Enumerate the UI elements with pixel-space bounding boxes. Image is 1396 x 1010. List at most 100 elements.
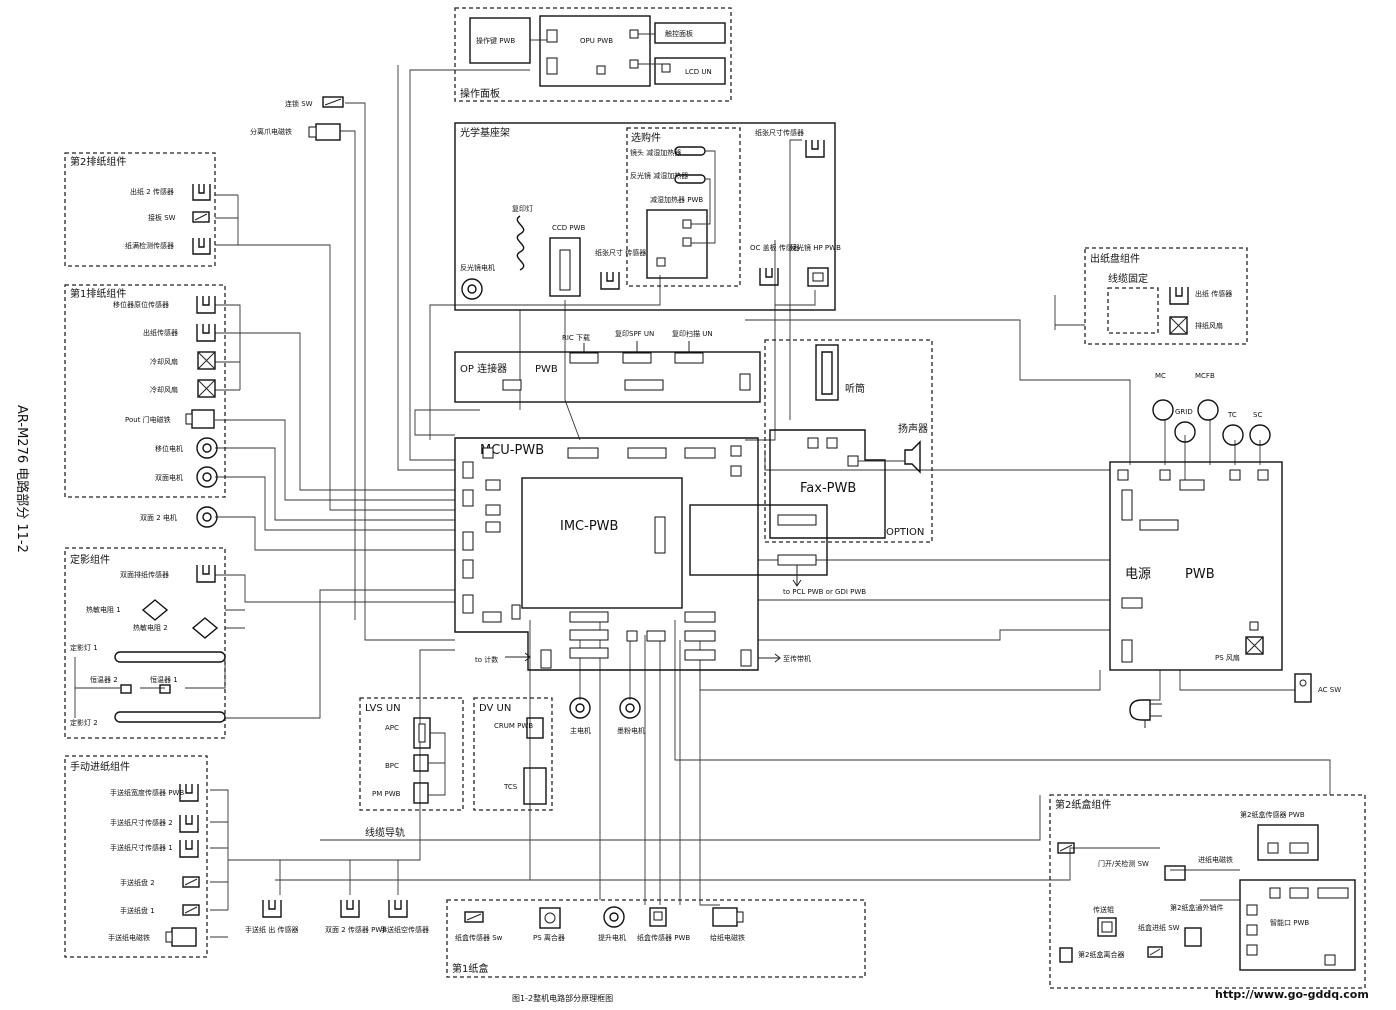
op-connector-block: OP 连接器 PWB RIC 下载 复印SPF UN 复印扫描 UN <box>454 329 761 403</box>
tcs-label: TCS <box>503 783 518 791</box>
shift-motor-label: 移位电机 <box>155 444 183 453</box>
duplex-exit-sensor-label: 双面排纸传感器 <box>120 570 169 579</box>
mirror-motor-label: 反光镜电机 <box>460 263 495 272</box>
thermistor-1-label: 热敏电阻 1 <box>86 605 121 614</box>
fuser-lamp-1-label: 定影灯 1 <box>70 643 98 652</box>
separation-solenoid-label: 分离爪电磁铁 <box>250 127 292 136</box>
op-connector-title: OP 连接器 <box>460 362 507 375</box>
speaker-label: 扬声器 <box>898 422 928 435</box>
manual-size-sensor-2-label: 手送纸尺寸传感器 2 <box>110 818 173 827</box>
fuser-unit: 定影组件 双面排纸传感器 热敏电阻 1 热敏电阻 2 定影灯 1 恒温器 2 恒… <box>64 547 226 739</box>
dv-title: DV UN <box>479 703 511 714</box>
high-voltage-terminals: MC MCFB GRID TC SC <box>1152 372 1271 446</box>
tray-2-unit: 第2纸盒组件 第2纸盒传感器 PWB 门开/关检测 SW 进纸电磁铁 智能口 P… <box>1049 794 1366 989</box>
transfer-roller-label: 传送辊 <box>1093 905 1114 914</box>
shifter-home-sensor-label: 移位器原位传感器 <box>113 300 169 309</box>
fax-option-label: OPTION <box>886 527 924 538</box>
mcu-pwb-block: MCU-PWB <box>454 437 759 671</box>
manual-width-sensor-label: 手送纸宽度传感器 PWB <box>110 788 184 797</box>
thermostat-2-label: 恒温器 2 <box>90 675 118 684</box>
harness-label: 线缆导轨 <box>365 826 405 839</box>
door-sw-label: 门开/关检测 SW <box>1098 859 1149 868</box>
fax-option-block: 听筒 Fax-PWB 扬声器 OPTION <box>764 339 933 543</box>
tray1-sensor-pwb-label: 纸盒传感器 PWB <box>637 933 690 942</box>
interlock-sw-label: 连锁 SW <box>285 99 313 108</box>
optics-title: 光学基座架 <box>460 126 510 139</box>
power-supply-block: 电源 PWB PS 风扇 <box>1109 461 1283 671</box>
tray1-sw-label: 纸盒传感器 Sw <box>455 933 503 942</box>
to-pcl-label: to PCL PWB or GDI PWB <box>783 588 866 596</box>
dv-unit: DV UN CRUM PWB TCS <box>473 697 553 811</box>
harness-clamp-label: 线缆固定 <box>1108 272 1148 285</box>
to-counter-label: to 计数 <box>475 655 498 664</box>
interface-pwb-label: 智能口 PWB <box>1270 918 1309 927</box>
lift-motor-label: 提升电机 <box>598 933 626 942</box>
feed-solenoid-label: 给纸电磁铁 <box>710 933 745 942</box>
paper-size-sensor-label: 纸张尺寸 传感器 <box>595 248 646 257</box>
manual-solenoid-label: 手送纸电磁铁 <box>108 933 150 942</box>
manual-exit-sensor-label: 手送纸 出 传感器 <box>245 925 298 934</box>
exit-fan-label: 排纸风扇 <box>1195 321 1223 330</box>
mc-label: MC <box>1155 372 1166 380</box>
ps-clutch-label: PS 离合器 <box>533 933 565 942</box>
rspf-unit-label: 复印SPF UN <box>615 329 654 338</box>
cooling-fan-1-label: 冷却风扇 <box>150 357 178 366</box>
bottom-sensors: 手送纸 出 传感器 双面 2 传感器 PWB 手送纸空传感器 <box>245 900 429 934</box>
feed-sw-label: 纸盒进纸 SW <box>1138 923 1180 932</box>
ric-download-label: RIC 下载 <box>562 333 590 342</box>
main-motor-label: 主电机 <box>570 726 591 735</box>
op-panel-title: 操作面板 <box>460 87 500 100</box>
main-motor: 主电机 <box>569 697 591 735</box>
crum-pwb-label: CRUM PWB <box>494 722 533 730</box>
lvs-unit: LVS UN APC BPC PM PWB <box>359 697 464 811</box>
diagram-caption: 图1-2整机电路部分原理框图 <box>512 993 613 1003</box>
tray2-sensor-label: 第2纸盒通外销件 <box>1170 903 1223 912</box>
side-title: AR-M276 电路部分 11-2 <box>14 405 30 553</box>
duplex2-sensor-label: 双面 2 传感器 PWB <box>325 925 387 934</box>
grid-label: GRID <box>1175 408 1193 416</box>
watermark: http://www.go-gddq.com <box>1215 988 1369 1001</box>
to-belt-label: 至传带机 <box>783 654 811 663</box>
fuser-lamp-2-label: 定影灯 2 <box>70 718 98 727</box>
cooling-fan-2-label: 冷却风扇 <box>150 385 178 394</box>
sc-label: SC <box>1253 411 1262 419</box>
mirror-hp-label: 反光镜 HP PWB <box>790 243 841 252</box>
manual-size-sensor-1-label: 手送纸尺寸传感器 1 <box>110 843 173 852</box>
pout-door-solenoid-label: Pout 门电磁铁 <box>125 415 171 424</box>
manual-title: 手动进纸组件 <box>70 760 130 773</box>
mcfb-label: MCFB <box>1195 372 1215 380</box>
mirror-heater-label: 反光镜 减湿加热器 <box>630 171 688 180</box>
ac-sw-label: AC SW <box>1318 686 1341 694</box>
fuser-title: 定影组件 <box>70 553 110 566</box>
operation-panel-block: 操作面板 操作键 PWB OPU PWB 触控面板 LCD UN <box>454 7 732 102</box>
pcl-interface: to PCL PWB or GDI PWB <box>689 504 866 596</box>
optical-base-block: 光学基座架 复印灯 反光镜电机 CCD PWB 选购件 镜头 减湿加热器 反光镜… <box>454 122 841 311</box>
lcd-unit-label: LCD UN <box>685 68 712 76</box>
wiring <box>74 65 1331 938</box>
exit-tray-sensor-label: 出纸 传感器 <box>1195 289 1232 298</box>
paper-size-top-sensor-label: 纸张尺寸传感器 <box>755 128 804 137</box>
ps-fan-label: PS 风扇 <box>1215 653 1240 662</box>
op-key-pwb-label: 操作键 PWB <box>476 36 515 45</box>
tray2-clutch2-label: 第2纸盒离合器 <box>1078 950 1124 959</box>
fax-pwb-label: Fax-PWB <box>800 481 856 496</box>
tray2-clutch-label: 进纸电磁铁 <box>1198 855 1233 864</box>
exit-sensor-label: 出纸传感器 <box>143 328 178 337</box>
lvs-title: LVS UN <box>365 703 401 714</box>
manual-tray-1-label: 手送纸盘 1 <box>120 906 155 915</box>
lens-heater-label: 镜头 减湿加热器 <box>630 148 681 157</box>
op-connector-pwb: PWB <box>535 364 558 375</box>
tray1-title: 第1纸盒 <box>452 962 488 975</box>
exit-tray-unit: 出纸盘组件 线缆固定 出纸 传感器 排纸风扇 <box>1084 247 1248 345</box>
copy-lamp-label: 复印灯 <box>512 204 533 213</box>
full-detect-sensor-label: 纸满检测传感器 <box>125 241 174 250</box>
ac-plug <box>1129 699 1162 728</box>
separation-solenoid: 分离爪电磁铁 <box>250 123 341 141</box>
exit1-title: 第1排纸组件 <box>70 287 126 300</box>
heater-pwb-label: 减湿加热器 PWB <box>650 195 703 204</box>
apc-label: APC <box>385 724 399 732</box>
duplex2-motor-label: 双面 2 电机 <box>140 513 177 522</box>
interlock-switch: 连锁 SW <box>285 96 344 108</box>
duplex-motor-label: 双面电机 <box>155 473 183 482</box>
